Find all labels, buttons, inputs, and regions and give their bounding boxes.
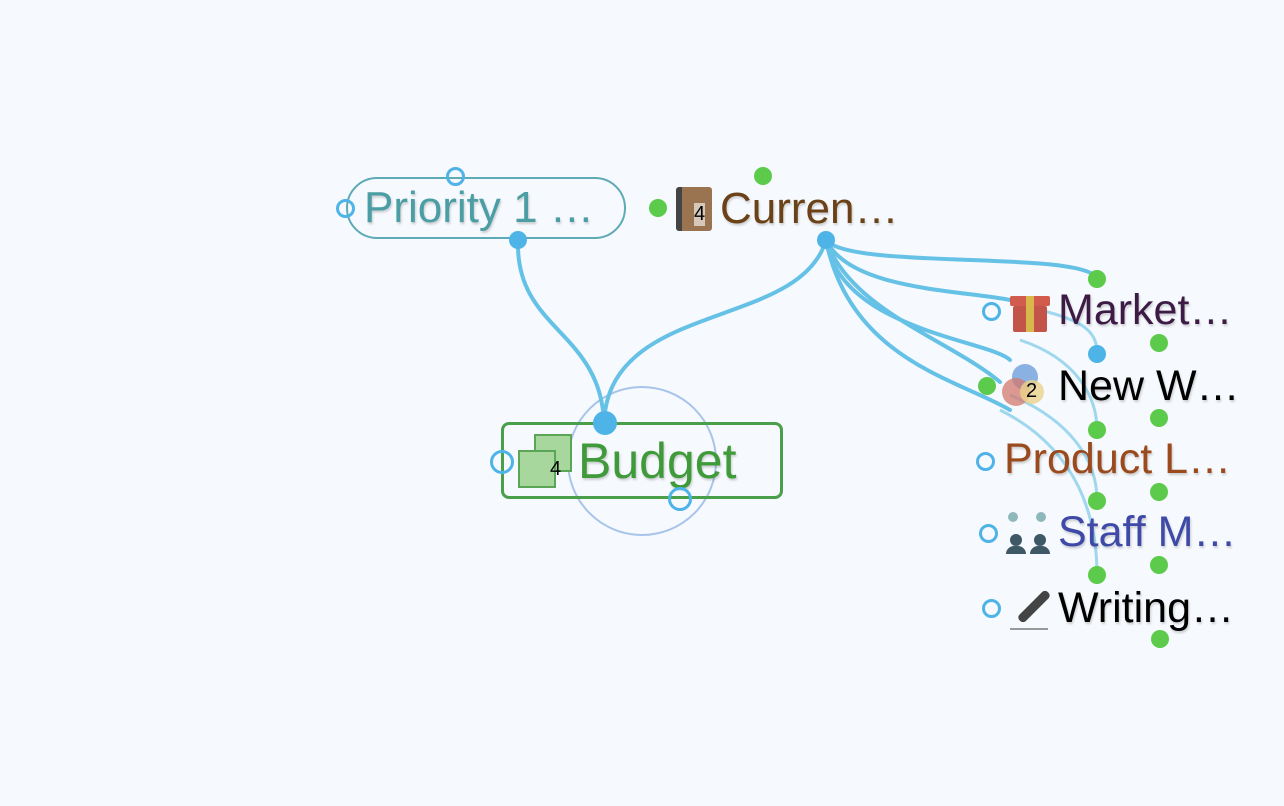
venn-circles-icon: 2 xyxy=(1002,364,1052,408)
current-badge: 4 xyxy=(694,203,706,226)
staff-parent-gate[interactable] xyxy=(1088,492,1106,510)
product-left-gate[interactable] xyxy=(976,452,995,471)
node-product[interactable]: Product L… xyxy=(1004,438,1231,481)
node-staff-label: Staff M… xyxy=(1058,507,1237,556)
writing-child-gate[interactable] xyxy=(1151,630,1169,648)
staff-left-gate[interactable] xyxy=(979,524,998,543)
new-badge: 2 xyxy=(1026,380,1038,402)
link-current-market-gate xyxy=(824,238,1012,302)
new-parent-gate[interactable] xyxy=(1088,345,1106,363)
budget-left-gate[interactable] xyxy=(490,450,514,474)
priority-parent-gate[interactable] xyxy=(446,167,465,186)
new-left-gate[interactable] xyxy=(978,377,996,395)
link-current-product xyxy=(824,238,1012,362)
node-writing-label: Writing… xyxy=(1058,583,1235,632)
link-priority-budget xyxy=(515,238,606,424)
writing-left-gate[interactable] xyxy=(982,599,1001,618)
node-staff[interactable]: Staff M… xyxy=(1004,510,1236,554)
link-sub-product xyxy=(1019,338,1099,431)
node-budget-label: Budget xyxy=(578,432,737,489)
budget-badge: 4 xyxy=(550,457,562,480)
pen-icon xyxy=(1008,586,1052,630)
node-priority[interactable]: Priority 1 … xyxy=(346,177,626,239)
node-current-label: Curren… xyxy=(720,184,899,233)
budget-parent-gate[interactable] xyxy=(593,411,617,435)
node-product-label: Product L… xyxy=(1004,435,1232,483)
link-sub-staff xyxy=(1009,393,1099,501)
current-child-gate[interactable] xyxy=(817,231,835,249)
node-market-label: Market… xyxy=(1058,285,1233,334)
product-parent-gate[interactable] xyxy=(1088,421,1106,439)
new-child-gate[interactable] xyxy=(1150,409,1168,427)
writing-parent-gate[interactable] xyxy=(1088,566,1106,584)
current-left-gate[interactable] xyxy=(649,199,667,217)
link-current-budget xyxy=(602,238,828,424)
stacked-squares-icon: 4 xyxy=(518,433,572,488)
notebook-icon: 4 xyxy=(674,185,714,233)
node-new-label: New W… xyxy=(1058,361,1240,410)
market-child-gate[interactable] xyxy=(1150,334,1168,352)
node-market[interactable]: Market… xyxy=(1008,288,1232,332)
current-parent-gate[interactable] xyxy=(754,167,772,185)
priority-child-gate[interactable] xyxy=(509,231,527,249)
link-sub-writing xyxy=(999,408,1099,576)
link-current-staff xyxy=(824,238,1012,412)
gift-icon xyxy=(1008,288,1052,332)
node-writing[interactable]: Writing… xyxy=(1008,586,1234,630)
budget-child-gate[interactable] xyxy=(668,487,692,511)
node-new[interactable]: 2 New W… xyxy=(1002,364,1240,408)
priority-left-gate[interactable] xyxy=(336,199,355,218)
market-parent-gate[interactable] xyxy=(1088,270,1106,288)
people-group-icon xyxy=(1004,510,1052,554)
node-budget[interactable]: 4 Budget xyxy=(501,422,783,499)
staff-child-gate[interactable] xyxy=(1150,556,1168,574)
node-current[interactable]: 4 Curren… xyxy=(674,185,899,233)
link-current-market xyxy=(824,238,1099,280)
node-priority-label: Priority 1 … xyxy=(364,183,594,232)
product-child-gate[interactable] xyxy=(1150,483,1168,501)
market-left-gate[interactable] xyxy=(982,302,1001,321)
